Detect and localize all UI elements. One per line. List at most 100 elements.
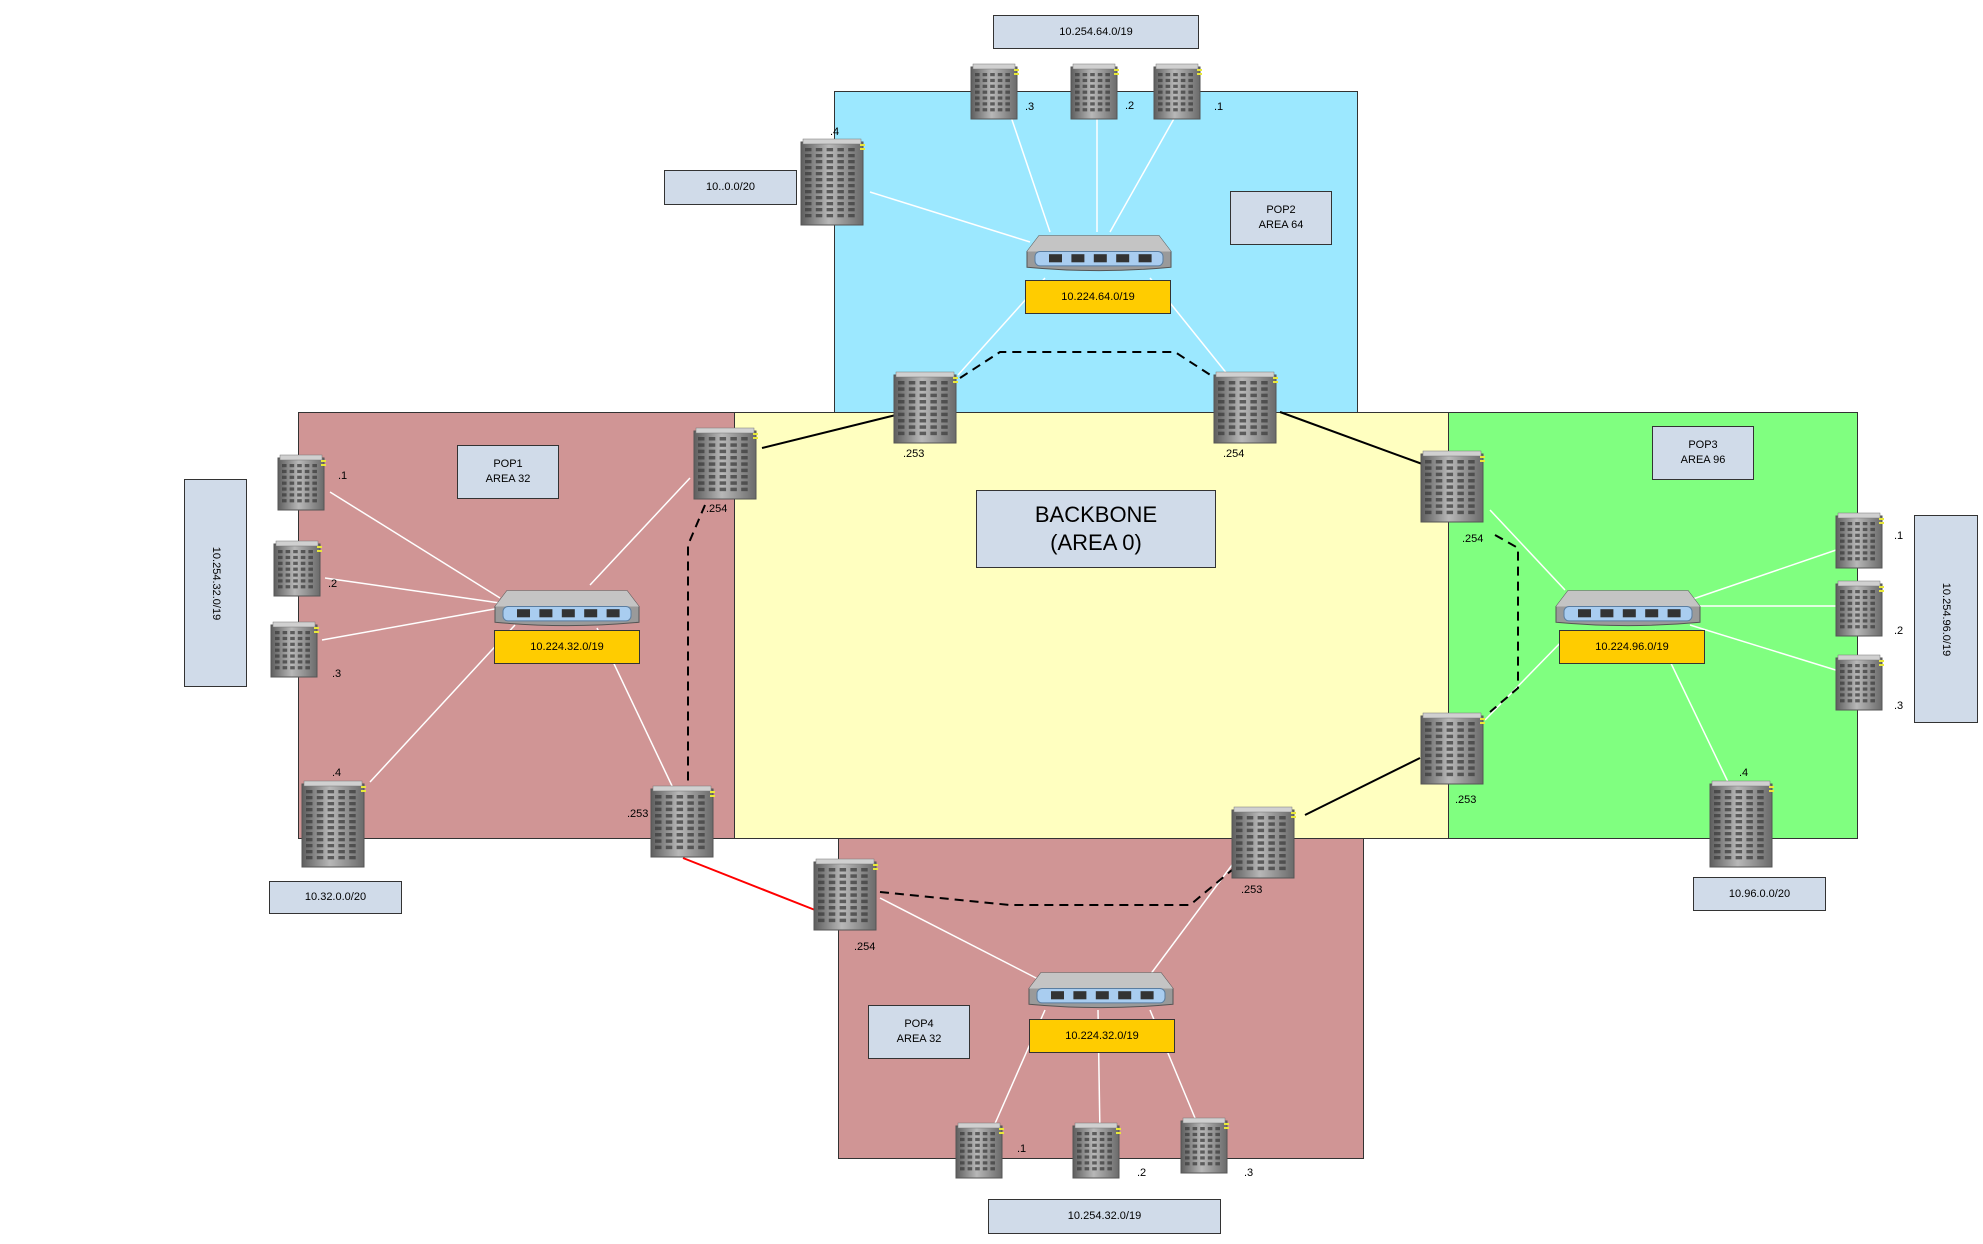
host-suffix: .1 (1894, 530, 1904, 542)
router-building-icon[interactable] (270, 621, 322, 678)
border-suffix: .253 (903, 448, 925, 460)
link (761, 413, 901, 449)
host-suffix: .3 (332, 668, 342, 680)
pop1-switch-subnet: 10.224.32.0/19 (494, 630, 640, 664)
link (1489, 534, 1519, 713)
router-building-icon[interactable] (1835, 512, 1887, 569)
pop2-label: POP2 AREA 64 (1230, 191, 1332, 245)
pop3-label: POP3 AREA 96 (1652, 426, 1754, 480)
link (1279, 411, 1426, 466)
link (879, 897, 1041, 981)
router-building-icon[interactable] (650, 785, 718, 858)
router-building-icon[interactable] (1835, 654, 1887, 711)
host-suffix: .2 (1137, 1167, 1147, 1179)
backbone-title: BACKBONE (1034, 502, 1158, 527)
pop1-bottom-subnet: 10.32.0.0/20 (269, 881, 402, 914)
host-suffix: .3 (1894, 700, 1904, 712)
router-building-icon[interactable] (1420, 712, 1488, 785)
router-building-icon[interactable] (693, 427, 761, 500)
link (879, 869, 1233, 906)
host-suffix: .4 (1739, 767, 1749, 779)
link (687, 504, 706, 790)
lan-links (321, 107, 1843, 1136)
link (369, 624, 516, 783)
pop-name: POP2 (1266, 204, 1296, 216)
link (1007, 107, 1051, 233)
router-building-icon[interactable] (893, 371, 961, 444)
pop2-top-subnet: 10.254.64.0/19 (993, 15, 1199, 49)
router-building-icon[interactable] (1231, 806, 1299, 879)
router-building-icon[interactable] (1070, 63, 1122, 120)
router-building-icon[interactable] (955, 1122, 1007, 1179)
link (1149, 864, 1233, 976)
pop1-side-subnet: 10.254.32.0/19 (184, 479, 247, 687)
host-suffix: .4 (830, 126, 840, 138)
switch-icon[interactable] (493, 584, 641, 629)
switch-icon[interactable] (1027, 966, 1175, 1011)
pop-name: POP4 (904, 1018, 934, 1030)
router-building-icon[interactable] (277, 454, 329, 511)
router-building-icon[interactable] (1180, 1117, 1232, 1174)
ospf-virtual-links (687, 351, 1519, 906)
link (1689, 547, 1843, 601)
pop3-switch-subnet: 10.224.96.0/19 (1559, 630, 1705, 664)
router-building-icon[interactable] (1072, 1122, 1124, 1179)
backbone-area (734, 412, 1449, 839)
host-suffix: .3 (1244, 1167, 1254, 1179)
router-building-icon[interactable] (273, 540, 325, 597)
border-suffix: .254 (706, 503, 728, 515)
pop-name: POP1 (493, 458, 523, 470)
pop3-side-subnet: 10.254.96.0/19 (1914, 515, 1978, 723)
pop3-bottom-subnet: 10.96.0.0/20 (1693, 877, 1826, 911)
pop-area: AREA 64 (1258, 219, 1304, 231)
link (329, 491, 501, 599)
border-suffix: .253 (1455, 794, 1477, 806)
link (869, 191, 1031, 243)
router-building-icon[interactable] (1709, 780, 1777, 868)
link (1304, 757, 1421, 816)
router-building-icon[interactable] (1420, 450, 1488, 523)
host-suffix: .4 (332, 767, 342, 779)
router-building-icon[interactable] (970, 63, 1022, 120)
backbone-label: BACKBONE (AREA 0) (976, 490, 1216, 568)
router-building-icon[interactable] (301, 780, 369, 868)
pop1-label: POP1 AREA 32 (457, 445, 559, 499)
switch-icon[interactable] (1554, 584, 1702, 629)
host-suffix: .1 (338, 470, 348, 482)
link (959, 351, 1216, 379)
host-suffix: .2 (328, 578, 338, 590)
border-suffix: .253 (1241, 884, 1263, 896)
link (324, 577, 501, 604)
link (1489, 509, 1566, 591)
host-suffix: .2 (1125, 100, 1135, 112)
border-suffix: .253 (627, 808, 649, 820)
pop2-side-subnet: 10..0.0/20 (664, 170, 797, 205)
router-building-icon[interactable] (1153, 63, 1205, 120)
host-suffix: .1 (1214, 101, 1224, 113)
link (1689, 624, 1843, 673)
backbone-area-number: (AREA 0) (1050, 530, 1142, 555)
link (589, 477, 691, 586)
pop2-switch-subnet: 10.224.64.0/19 (1025, 280, 1171, 314)
link (1484, 634, 1569, 721)
host-suffix: .1 (1017, 1143, 1027, 1155)
router-building-icon[interactable] (1835, 580, 1887, 637)
link (321, 607, 501, 641)
border-suffix: .254 (1223, 448, 1245, 460)
pop-name: POP3 (1688, 439, 1718, 451)
link (1109, 107, 1181, 233)
pop4-label: POP4 AREA 32 (868, 1005, 970, 1059)
pop4-switch-subnet: 10.224.32.0/19 (1029, 1019, 1175, 1053)
border-suffix: .254 (854, 941, 876, 953)
pop-area: AREA 96 (1680, 454, 1726, 466)
router-building-icon[interactable] (1213, 371, 1281, 444)
router-building-icon[interactable] (813, 858, 881, 931)
router-building-icon[interactable] (800, 138, 868, 226)
pop4-bottom-subnet: 10.254.32.0/19 (988, 1199, 1221, 1234)
host-suffix: .2 (1894, 625, 1904, 637)
backbone-links (761, 411, 1426, 816)
switch-icon[interactable] (1025, 229, 1173, 274)
pop-area: AREA 32 (896, 1033, 942, 1045)
border-suffix: .254 (1462, 533, 1484, 545)
